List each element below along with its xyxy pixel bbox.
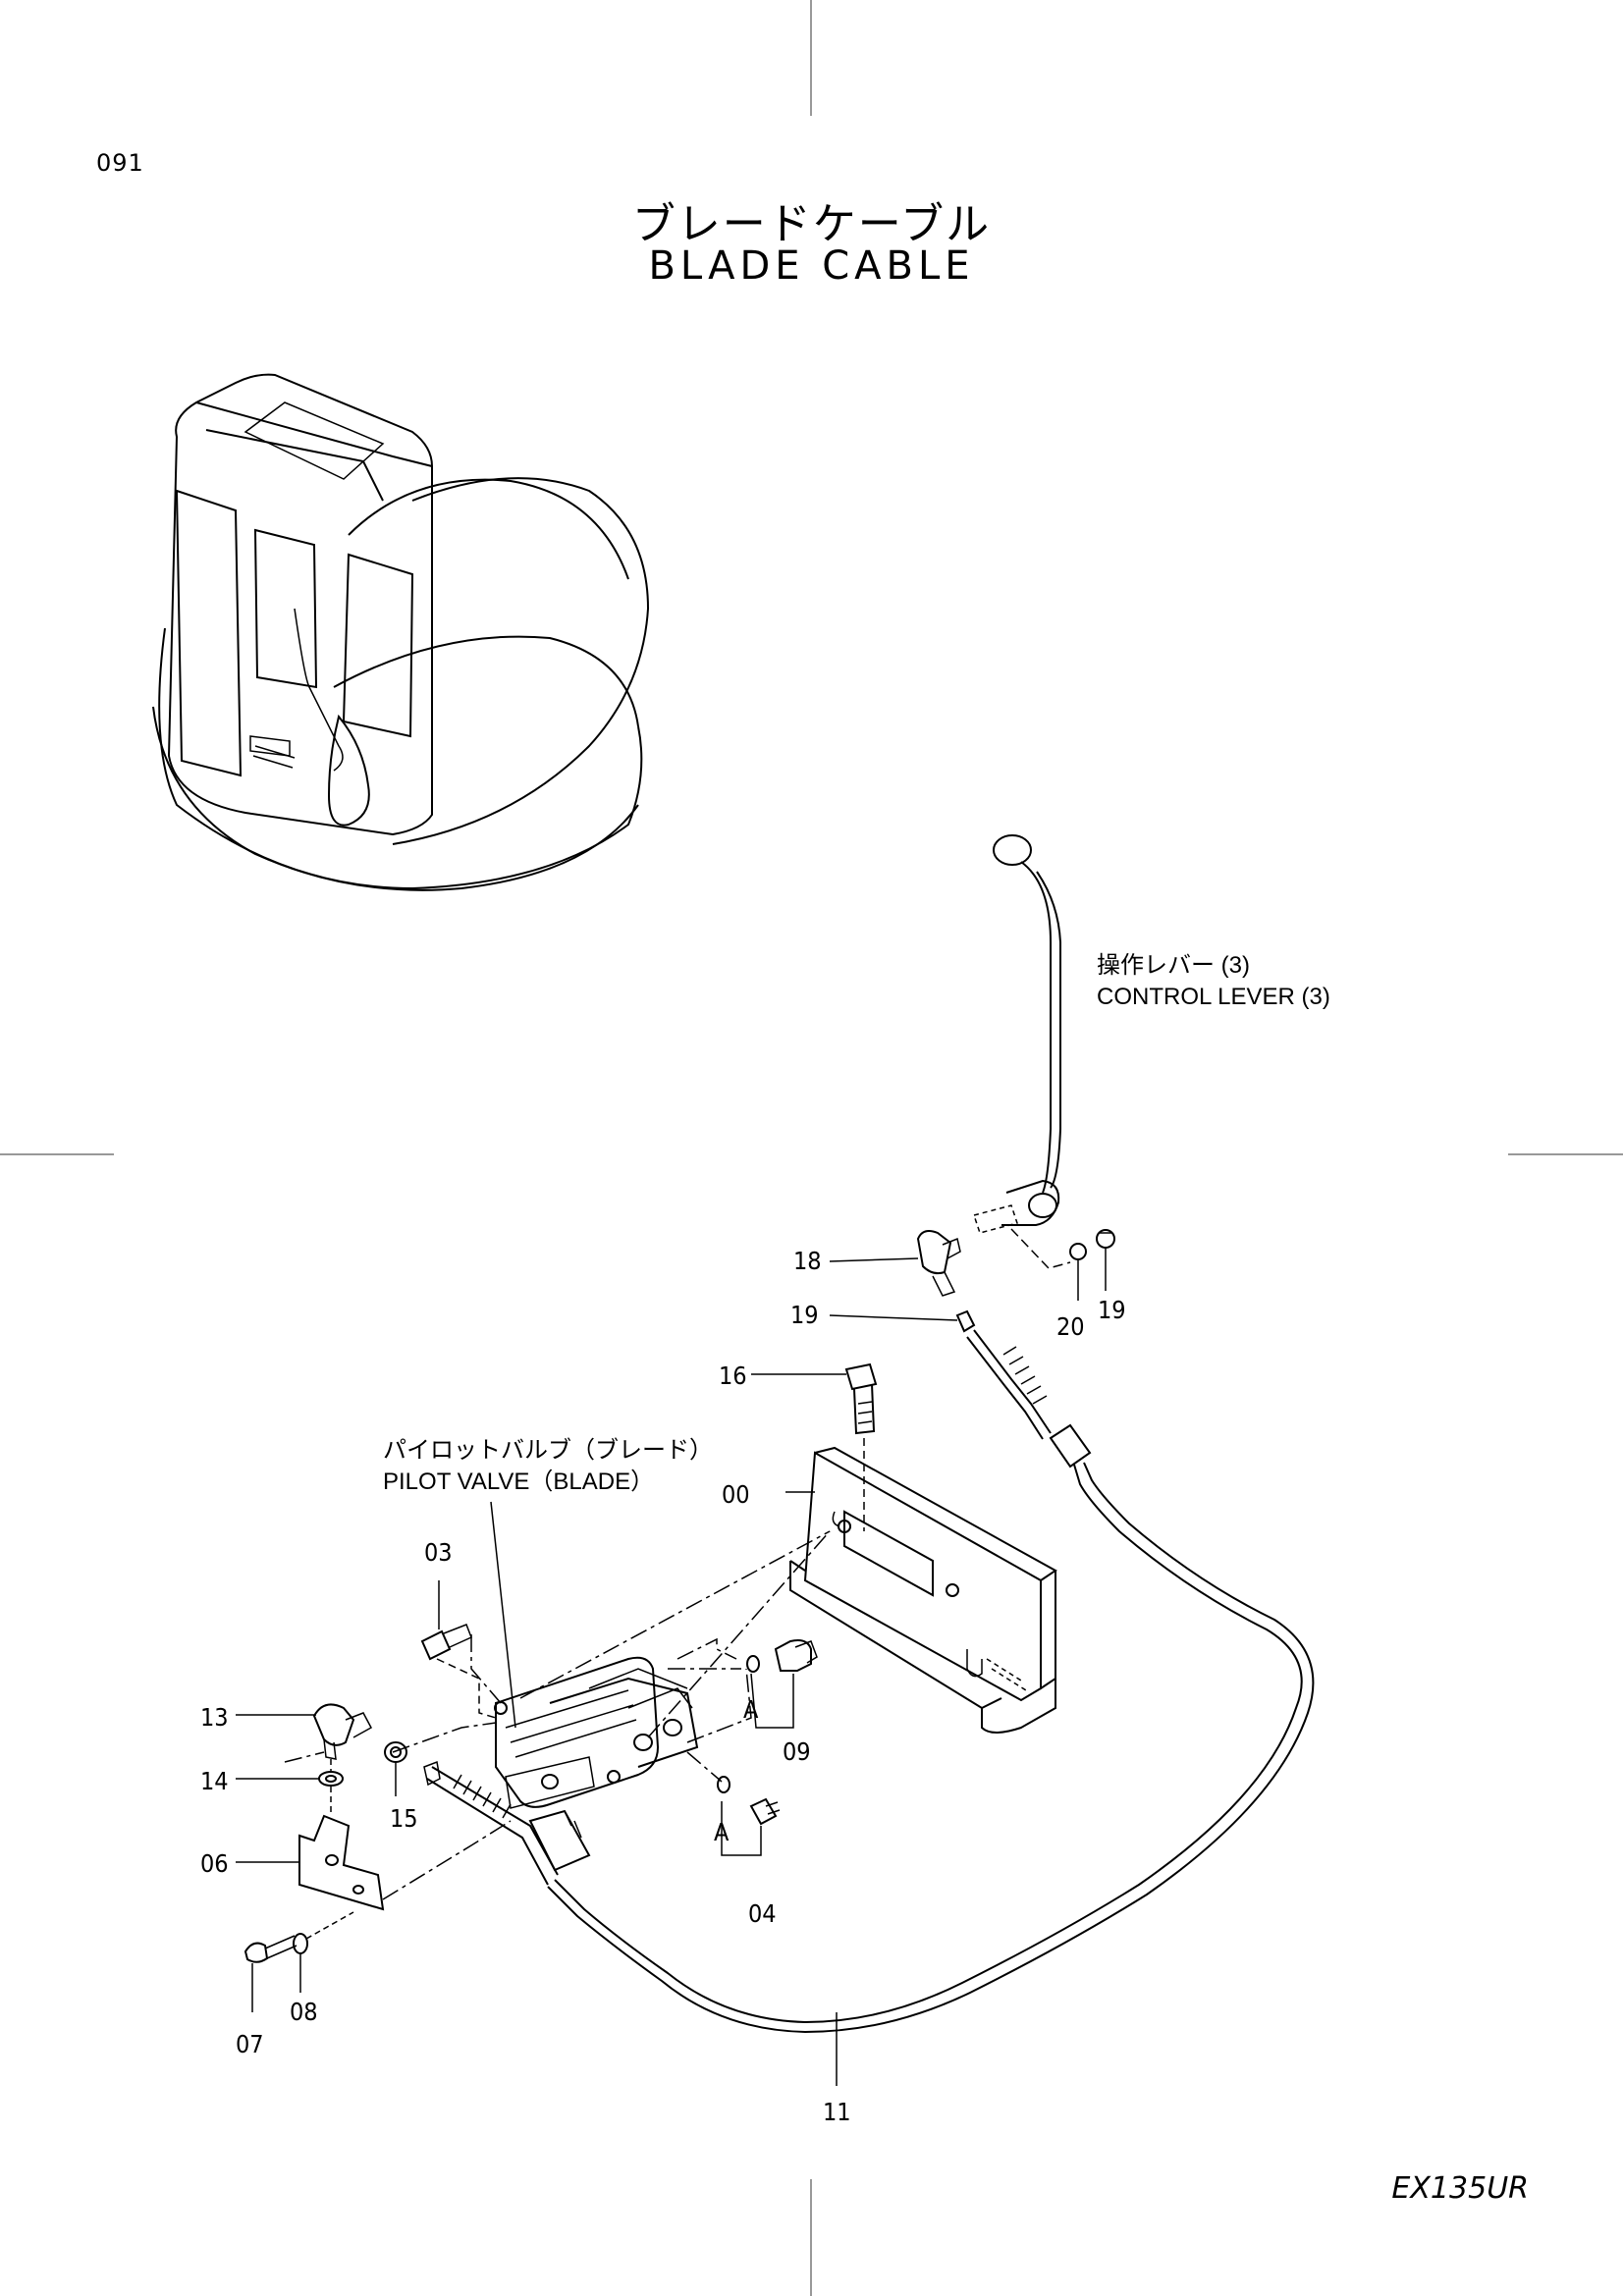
model-number: EX135UR	[1391, 2171, 1529, 2206]
cable-end-threaded	[423, 1760, 591, 1886]
callout-06: 06	[200, 1849, 229, 1878]
callout-13: 13	[200, 1703, 229, 1732]
callout-14: 14	[200, 1767, 229, 1795]
callout-20: 20	[1056, 1312, 1085, 1341]
callout-09: 09	[783, 1737, 811, 1766]
page-title-japanese: ブレードケーブル	[631, 199, 992, 249]
callout-00: 00	[722, 1480, 750, 1509]
bracket-06	[243, 1814, 385, 1963]
callout-07: 07	[236, 2030, 264, 2058]
control-lever	[973, 834, 1115, 1269]
reference-mark-a: A	[743, 1695, 759, 1724]
ball-joint-13	[312, 1703, 407, 1816]
callout-03: 03	[424, 1538, 453, 1567]
assembly-lines	[284, 1530, 831, 1900]
control-lever-label: CONTROL LEVER (3)	[1097, 984, 1330, 1010]
excavator-overview-illustration	[152, 373, 650, 891]
bolt-03	[420, 1624, 497, 1719]
callout-04: 04	[748, 1899, 777, 1928]
callout-11: 11	[823, 2098, 851, 2126]
callout-18: 18	[793, 1247, 822, 1275]
callout-19a: 19	[790, 1301, 819, 1329]
page-title: BLADE CABLE	[648, 243, 975, 289]
pilot-valve-label: PILOT VALVE（BLADE）	[383, 1468, 655, 1495]
callout-16: 16	[719, 1362, 747, 1390]
bracket-00	[789, 1446, 1057, 1734]
callout-15: 15	[390, 1804, 418, 1833]
control-lever-label-ja: 操作レバー (3)	[1097, 952, 1250, 979]
cable-assembly	[547, 1230, 1315, 2034]
leader-lines	[236, 1248, 1107, 2086]
reference-mark-a: A	[714, 1818, 730, 1846]
pilot-valve-label-ja: パイロットバルブ（ブレード）	[383, 1437, 713, 1464]
callout-08: 08	[290, 1998, 318, 2026]
bolt-16	[844, 1362, 878, 1531]
page-number: 091	[96, 149, 144, 177]
pilot-valve	[494, 1656, 699, 1809]
fittings	[717, 1639, 818, 1826]
callout-19b: 19	[1098, 1296, 1126, 1324]
